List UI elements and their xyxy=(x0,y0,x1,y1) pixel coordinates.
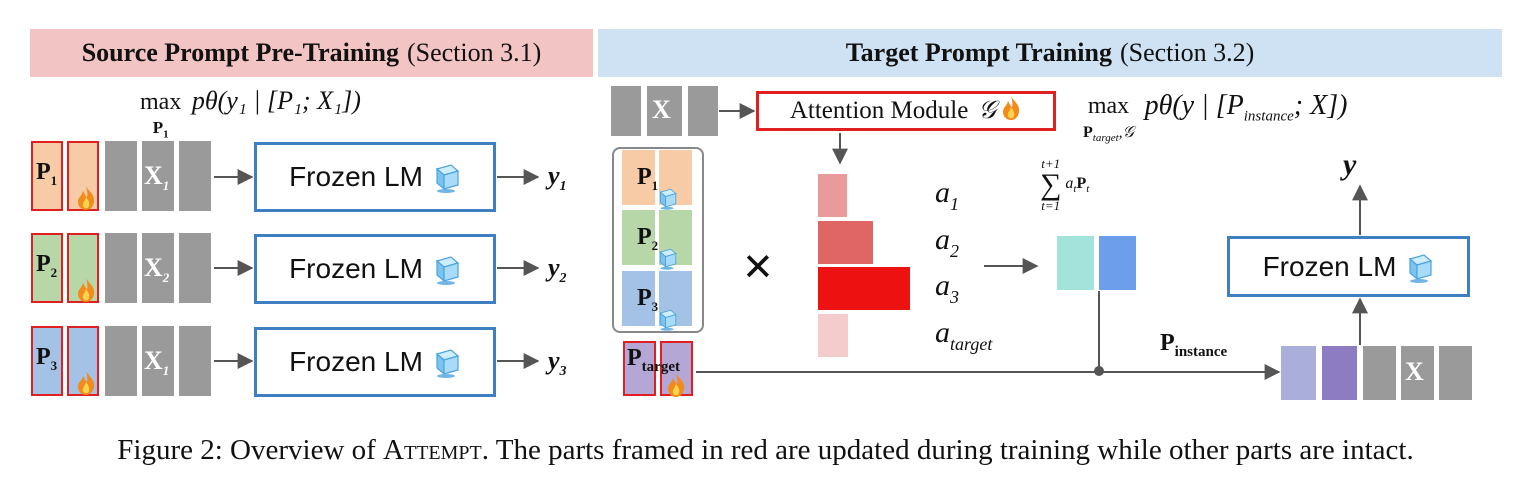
input-token-1-3 xyxy=(179,141,211,211)
left-objective: max P1 pθ(y₁ | [P₁; X₁]) xyxy=(140,86,361,141)
attention-symbol: 𝒢 xyxy=(978,97,997,124)
stack-prompt-2-label: P2 xyxy=(637,224,659,253)
ice-cube-icon xyxy=(1404,251,1434,283)
ice-cube-icon xyxy=(656,186,678,215)
input-token-1-1 xyxy=(105,141,137,211)
right-objective-expr: pθ(y | [Pinstance; X]) xyxy=(1144,90,1348,125)
input-token-3-x xyxy=(142,326,174,396)
weight-label-3: a3 xyxy=(935,269,959,307)
source-section: (Section 3.1) xyxy=(406,38,542,67)
instance-prompt-a xyxy=(1281,346,1316,400)
frozen-lm-source-2: Frozen LM xyxy=(254,234,496,304)
source-header: Source Prompt Pre-Training (Section 3.1) xyxy=(30,29,593,77)
input-x-1-label: X1 xyxy=(144,161,170,193)
left-objective-expr: pθ(y₁ | [P₁; X₁]) xyxy=(191,86,361,115)
attention-label: Attention Module xyxy=(789,97,969,124)
mixed-prompt-b xyxy=(1099,236,1136,290)
source-prompt-stack xyxy=(612,147,704,333)
right-objective: max Ptarget,𝒢 pθ(y | [Pinstance; X]) xyxy=(1083,90,1348,145)
fire-icon xyxy=(75,277,97,308)
output-y-3: y3 xyxy=(548,346,567,379)
frozen-lm-label: Frozen LM xyxy=(289,346,423,377)
frozen-lm-label: Frozen LM xyxy=(1262,250,1397,282)
attention-bar-3 xyxy=(818,267,910,310)
input-token-1-x xyxy=(142,141,174,211)
attention-bar-4 xyxy=(818,314,848,357)
instance-prompt-b xyxy=(1322,346,1357,400)
weighted-sum: t+1 ∑ t=1 atPt xyxy=(1040,156,1090,213)
stack-prompt-3-label: P3 xyxy=(637,285,659,314)
weight-label-2: a2 xyxy=(935,223,959,261)
fire-icon xyxy=(75,370,97,401)
target-title: Target Prompt Training xyxy=(845,38,1112,67)
input-token-3-3 xyxy=(179,326,211,396)
stack-prompt-2-a xyxy=(622,210,655,265)
weight-label-1: a1 xyxy=(935,176,959,214)
frozen-lm-source-1: Frozen LM xyxy=(254,142,496,212)
ice-cube-icon xyxy=(431,346,461,378)
source-prompt-2-label: P2 xyxy=(36,251,58,280)
stack-prompt-3-a xyxy=(622,271,655,326)
source-title: Source Prompt Pre-Training xyxy=(81,38,399,67)
mixed-prompt-a xyxy=(1057,236,1094,290)
ice-cube-icon xyxy=(656,246,678,275)
final-token-x xyxy=(1401,346,1434,400)
target-prompt-label: Ptarget xyxy=(627,345,680,375)
figure-caption: Figure 2: Overview of Attempt. The parts… xyxy=(117,434,1414,466)
ice-cube-icon xyxy=(431,253,461,285)
caption-name: Attempt xyxy=(383,434,482,466)
input-token-2-x xyxy=(142,233,174,303)
final-token-3 xyxy=(1439,346,1472,400)
input-token-3-1 xyxy=(105,326,137,396)
frozen-lm-label: Frozen LM xyxy=(289,253,423,284)
input-x-3-label: X1 xyxy=(144,346,170,378)
output-y-2: y2 xyxy=(548,253,567,286)
attention-bar-1 xyxy=(818,174,847,217)
fire-icon xyxy=(75,185,97,216)
fire-icon xyxy=(1000,95,1022,128)
attention-bar-2 xyxy=(818,221,873,264)
fire-icon xyxy=(665,372,687,403)
source-prompt-1-a xyxy=(31,141,63,211)
input-token-3 xyxy=(688,86,718,136)
input-token-2-1 xyxy=(105,233,137,303)
output-y-1: y1 xyxy=(548,161,567,194)
frozen-lm-target: Frozen LM xyxy=(1227,236,1470,297)
attention-module: Attention Module 𝒢 xyxy=(756,91,1056,131)
final-x-label: X xyxy=(1405,357,1424,386)
input-token-1 xyxy=(611,86,641,136)
source-prompt-1-label: P1 xyxy=(36,159,58,188)
input-token-x xyxy=(647,86,682,136)
input-x-label: X xyxy=(652,95,671,124)
input-x-2-label: X2 xyxy=(144,253,170,285)
input-token-2-3 xyxy=(179,233,211,303)
target-section: (Section 3.2) xyxy=(1119,38,1255,67)
source-prompt-3-a xyxy=(31,326,63,396)
output-y: y xyxy=(1343,148,1357,181)
frozen-lm-source-3: Frozen LM xyxy=(254,327,496,397)
source-prompt-3-label: P3 xyxy=(36,344,58,373)
multiply-icon: ✕ xyxy=(742,245,774,289)
weight-label-4: atarget xyxy=(935,316,993,354)
frozen-lm-label: Frozen LM xyxy=(289,161,423,192)
ice-cube-icon xyxy=(431,161,461,193)
target-prompt-a xyxy=(623,341,656,396)
source-prompt-2-a xyxy=(31,233,63,303)
stack-prompt-1-label: P1 xyxy=(637,164,659,193)
stack-prompt-1-a xyxy=(622,150,655,205)
instance-label: Pinstance xyxy=(1160,330,1228,360)
target-header: Target Prompt Training (Section 3.2) xyxy=(598,29,1502,77)
ice-cube-icon xyxy=(656,307,678,336)
final-token-1 xyxy=(1363,346,1396,400)
